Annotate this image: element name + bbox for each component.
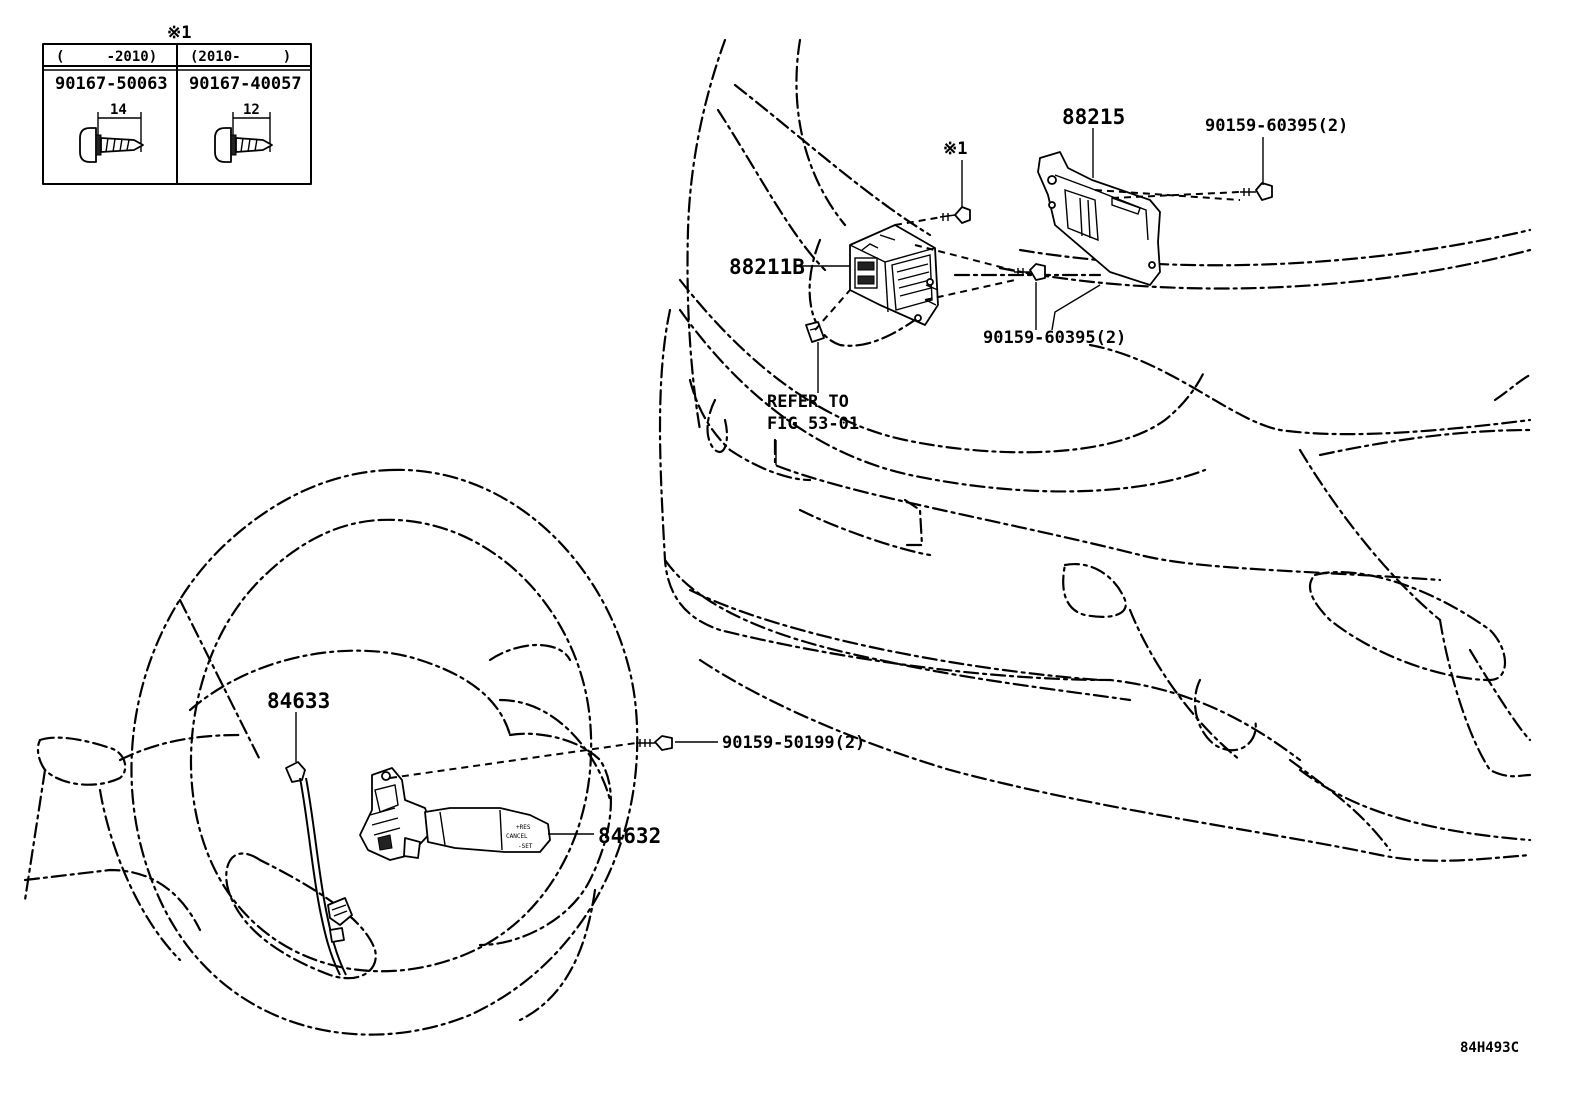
figure-code: 84H493C (1460, 1040, 1519, 1056)
callout-90159-60395-bottom: 90159-60395(2) (983, 328, 1126, 348)
bracket-88215 (1037, 151, 1161, 286)
callout-88215: 88215 (1062, 105, 1125, 129)
steering-wheel-outline (23, 468, 639, 1036)
callout-84633: 84633 (267, 689, 330, 713)
cruise-control-switch-84632: +RES CANCEL -SET (359, 767, 551, 861)
callout-refer-to: REFER TO (767, 392, 849, 412)
screw-2-length: 12 (243, 102, 260, 118)
wire-harness-84633 (285, 761, 353, 976)
table-note-mark: ※1 (167, 23, 191, 43)
table-col1-range: ( -2010) (56, 49, 157, 65)
leader-lines (775, 128, 1264, 465)
screw-icon: 12 (214, 102, 273, 163)
table-col1-part-number: 90167-50063 (55, 74, 168, 94)
clip-icon (805, 321, 825, 343)
screw-icon (636, 735, 673, 751)
screw-icon: 14 (79, 102, 144, 163)
switch-marking-cancel: CANCEL (506, 833, 528, 840)
callout-88211b: 88211B (729, 255, 805, 279)
bolt-icon (1014, 263, 1046, 281)
callout-fig-reference: FIG 53-01 (767, 414, 859, 434)
bolt-icon (939, 206, 971, 224)
callout-84632: 84632 (598, 824, 661, 848)
bolt-icon (1240, 182, 1273, 201)
vehicle-front-outline (658, 38, 1532, 862)
callout-note-mark: ※1 (943, 139, 967, 159)
control-module-88211b (849, 224, 939, 326)
screw-variant-table: ※1 ( -2010) (2010- ) 90167-50063 90167-4… (42, 23, 312, 185)
table-col2-part-number: 90167-40057 (189, 74, 302, 94)
switch-marking-set: -SET (518, 843, 533, 850)
callout-90159-60395-top: 90159-60395(2) (1205, 116, 1348, 136)
screw-1-length: 14 (110, 102, 127, 118)
table-col2-range: (2010- ) (190, 49, 291, 65)
callout-90159-50199: 90159-50199(2) (722, 733, 865, 753)
leader-lines (295, 712, 718, 835)
switch-marking-res: +RES (516, 824, 531, 831)
assembly-lines (814, 189, 1241, 331)
